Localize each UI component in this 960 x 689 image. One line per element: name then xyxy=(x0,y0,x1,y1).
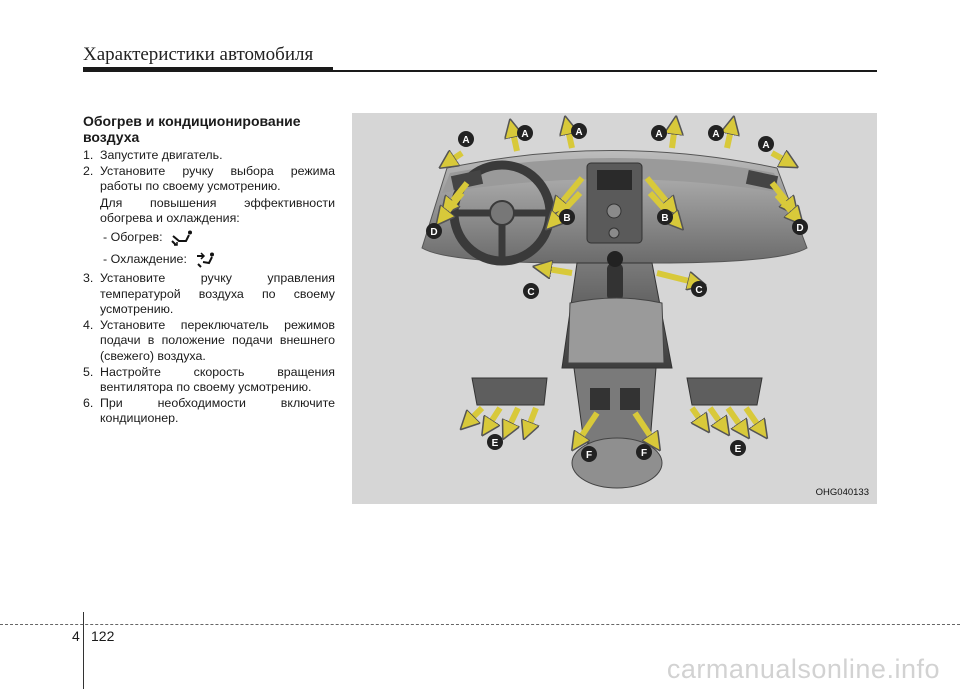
step-number: 3. xyxy=(83,270,94,285)
svg-text:B: B xyxy=(563,213,570,224)
mode-cool-label: - Охлаждение: xyxy=(103,252,187,267)
header-rule-thin xyxy=(333,70,877,72)
vent-label-d2: D xyxy=(792,219,808,235)
vent-label-e2: E xyxy=(730,440,746,456)
step-4: 4. Установите переключатель режимов пода… xyxy=(83,318,335,365)
step-2: 2. Установите ручку выбора режима работы… xyxy=(83,164,335,195)
vent-label-f2: F xyxy=(636,444,652,460)
vent-label-d1: D xyxy=(426,223,442,239)
svg-text:F: F xyxy=(586,450,592,461)
face-floor-mode-icon xyxy=(196,252,214,268)
svg-text:C: C xyxy=(695,285,702,296)
footer-rule-dashed xyxy=(0,624,960,625)
page-number: 122 xyxy=(91,628,115,644)
step-number: 4. xyxy=(83,317,94,332)
vent-label-f1: F xyxy=(581,446,597,462)
footer-rule-vertical xyxy=(83,612,84,689)
svg-text:D: D xyxy=(430,227,437,238)
vent-label-a5: A xyxy=(708,125,724,141)
svg-text:F: F xyxy=(641,448,647,459)
vent-label-c1: C xyxy=(523,283,539,299)
mode-heat-line: - Обогрев: xyxy=(83,227,335,249)
svg-text:E: E xyxy=(735,444,742,455)
step-6: 6. При необходимости включите кондиционе… xyxy=(83,396,335,427)
header-rule-thick xyxy=(83,67,333,72)
svg-text:A: A xyxy=(462,135,469,146)
vent-letter-labels: A A A A A A B B C C D D E E F F xyxy=(426,123,808,462)
figure-code: OHG040133 xyxy=(815,487,869,498)
step-text: Установите ручку выбора режима работы по… xyxy=(100,163,335,194)
vent-label-a3: A xyxy=(571,123,587,139)
svg-text:A: A xyxy=(521,129,528,140)
step-number: 1. xyxy=(83,148,94,162)
airflow-arrows xyxy=(442,125,797,443)
svg-text:D: D xyxy=(796,223,803,234)
svg-text:B: B xyxy=(661,213,668,224)
step-text: Запустите двигатель. xyxy=(100,148,223,162)
vent-label-b2: B xyxy=(657,209,673,225)
page-header-title: Характеристики автомобиля xyxy=(83,44,314,65)
vent-diagram-figure: A A A A A A B B C C D D E E F F OHG04013… xyxy=(352,113,877,504)
step-1: 1. Запустите двигатель. xyxy=(83,148,335,164)
left-floor-duct xyxy=(471,377,548,406)
step-text: Установите ручку управления температурой… xyxy=(100,270,335,317)
step-text: Установите переключатель режимов подачи … xyxy=(100,317,335,363)
page-chapter: 4 xyxy=(72,628,80,644)
step-3: 3. Установите ручку управления температу… xyxy=(83,271,335,318)
right-floor-duct xyxy=(686,377,763,406)
step-number: 5. xyxy=(83,364,94,379)
steps-list: 1. Запустите двигатель. 2. Установите ру… xyxy=(83,148,335,427)
step-number: 6. xyxy=(83,395,94,410)
vent-label-a4: A xyxy=(651,125,667,141)
watermark: carmanualsonline.info xyxy=(666,654,940,684)
vent-label-a6: A xyxy=(758,136,774,152)
section-heading: Обогрев и кондиционирование воздуха xyxy=(83,113,301,145)
mode-heat-label: - Обогрев: xyxy=(103,230,163,245)
svg-text:E: E xyxy=(492,438,499,449)
mode-cool-line: - Охлаждение: xyxy=(83,249,335,271)
svg-text:A: A xyxy=(655,129,662,140)
step-number: 2. xyxy=(83,163,94,178)
vent-label-e1: E xyxy=(487,434,503,450)
dashboard-illustration: A A A A A A B B C C D D E E F F xyxy=(421,113,808,489)
svg-text:A: A xyxy=(575,127,582,138)
step-5: 5. Настройте скорость вращения вентилято… xyxy=(83,365,335,396)
svg-text:A: A xyxy=(762,140,769,151)
vent-label-b1: B xyxy=(559,209,575,225)
vent-label-a2: A xyxy=(517,125,533,141)
vent-label-c2: C xyxy=(691,281,707,297)
svg-text:A: A xyxy=(712,129,719,140)
svg-text:C: C xyxy=(527,287,534,298)
step-text: Настройте скорость вращения вентилятора … xyxy=(100,364,335,395)
floor-heat-mode-icon xyxy=(170,230,192,246)
vent-label-a1: A xyxy=(458,131,474,147)
step-text: При необходимости включите кондиционер. xyxy=(100,395,335,426)
step-note: Для повышения эффективности обогрева и о… xyxy=(100,195,335,226)
